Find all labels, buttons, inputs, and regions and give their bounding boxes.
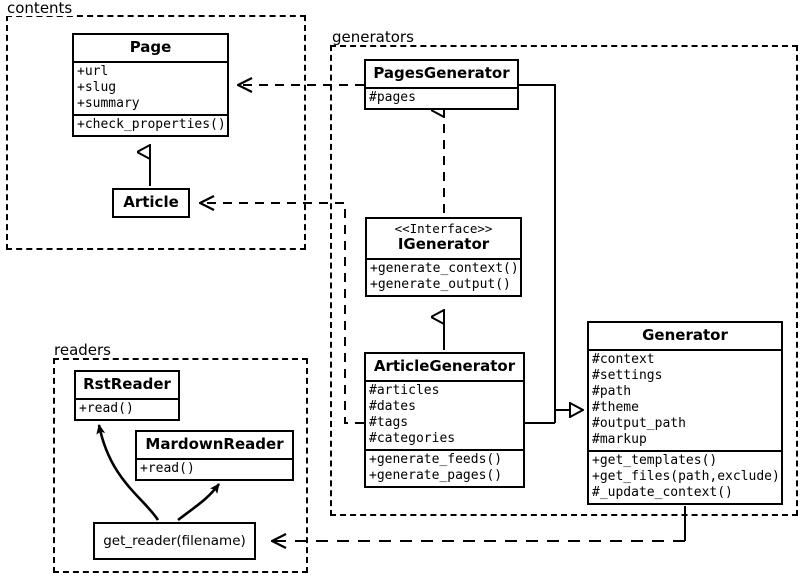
class-igenerator[interactable]: <<Interface>> IGenerator +generate_conte…	[365, 217, 522, 297]
class-article-title: Article	[123, 193, 179, 211]
class-generator-methods: +get_templates() +get_files(path,exclude…	[589, 450, 781, 503]
class-mardown-reader-title: MardownReader	[145, 435, 284, 453]
class-member: #pages	[369, 90, 416, 105]
package-label-readers: readers	[52, 342, 114, 358]
class-member: #settings	[592, 368, 663, 383]
class-member: +slug	[77, 80, 117, 95]
class-member: #path	[592, 384, 632, 399]
function-get-reader[interactable]: get_reader(filename)	[93, 522, 256, 560]
class-member: #dates	[369, 399, 416, 414]
class-member: +read()	[140, 461, 195, 476]
package-contents	[6, 15, 306, 250]
package-label-generators: generators	[330, 29, 417, 45]
class-member: +check_properties()	[77, 117, 226, 132]
class-mardown-reader[interactable]: MardownReader +read()	[135, 430, 294, 481]
class-member: +read()	[79, 401, 134, 416]
class-member: #tags	[369, 415, 409, 430]
class-igenerator-title: IGenerator	[397, 235, 490, 253]
class-page[interactable]: Page +url +slug +summary +check_properti…	[72, 33, 229, 137]
class-member: +get_templates()	[592, 453, 718, 468]
class-article-generator-title: ArticleGenerator	[373, 357, 516, 375]
class-igenerator-stereotype: <<Interface>>	[394, 221, 493, 236]
package-label-contents: contents	[5, 0, 76, 16]
class-generator[interactable]: Generator #context #settings #path #them…	[587, 321, 783, 505]
class-page-title: Page	[129, 38, 172, 56]
class-member: +generate_feeds()	[369, 452, 503, 467]
class-member: #markup	[592, 432, 647, 447]
class-member: #context	[592, 352, 655, 367]
class-member: +get_files(path,exclude)	[592, 469, 780, 484]
class-pages-generator-attributes: #pages	[366, 87, 517, 108]
class-member: #output_path	[592, 416, 686, 431]
class-generator-title: Generator	[642, 326, 728, 344]
class-article-generator-methods: +generate_feeds() +generate_pages()	[366, 449, 523, 486]
class-member: +summary	[77, 96, 140, 111]
class-rst-reader-title: RstReader	[83, 375, 171, 393]
class-article[interactable]: Article	[112, 188, 190, 218]
class-article-generator-attributes: #articles #dates #tags #categories	[366, 380, 523, 449]
class-member: #categories	[369, 431, 456, 446]
package-readers	[53, 358, 308, 573]
class-article-generator[interactable]: ArticleGenerator #articles #dates #tags …	[364, 352, 525, 488]
class-pages-generator-title: PagesGenerator	[373, 64, 510, 82]
class-member: +generate_pages()	[369, 468, 503, 483]
class-rst-reader[interactable]: RstReader +read()	[74, 370, 180, 421]
class-member: +generate_output()	[370, 277, 511, 292]
class-rst-reader-methods: +read()	[76, 398, 178, 419]
class-page-methods: +check_properties()	[74, 114, 227, 135]
class-mardown-reader-methods: +read()	[137, 458, 292, 479]
class-member: #_update_context()	[592, 485, 733, 500]
class-page-attributes: +url +slug +summary	[74, 61, 227, 114]
class-member: +url	[77, 64, 109, 79]
class-igenerator-methods: +generate_context() +generate_output()	[367, 258, 520, 295]
function-get-reader-label: get_reader(filename)	[103, 533, 246, 549]
class-pages-generator[interactable]: PagesGenerator #pages	[364, 59, 519, 110]
class-member: +generate_context()	[370, 261, 519, 276]
class-member: #theme	[592, 400, 639, 415]
class-generator-attributes: #context #settings #path #theme #output_…	[589, 349, 781, 450]
class-member: #articles	[369, 383, 440, 398]
